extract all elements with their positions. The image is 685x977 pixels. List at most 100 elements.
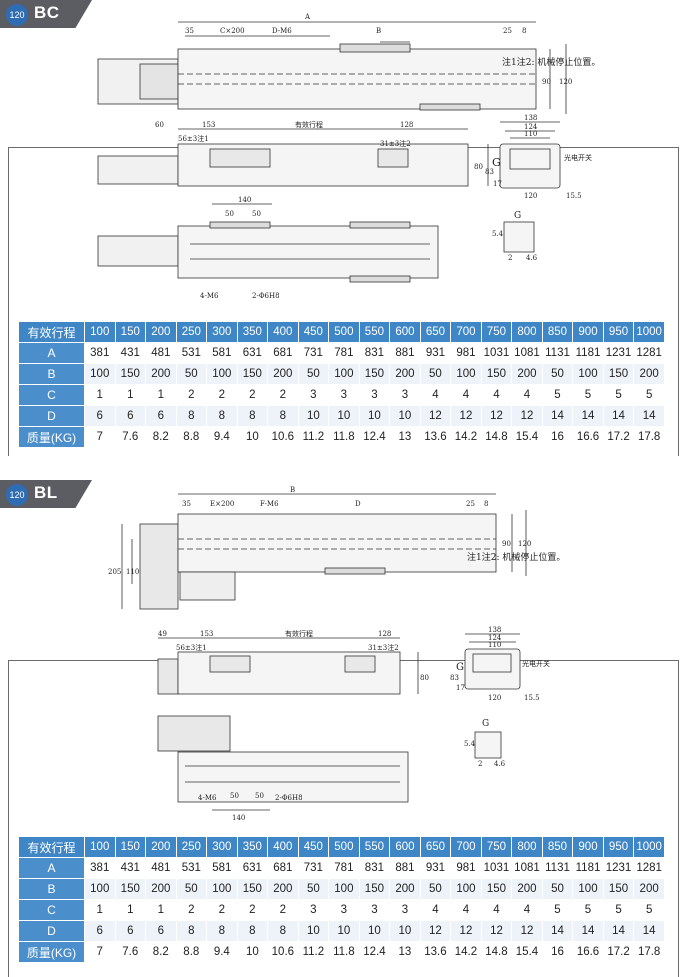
- table-cell: 6: [114, 920, 147, 942]
- table-cell: 150: [358, 878, 391, 900]
- table-cell: 50: [297, 363, 330, 385]
- dim-50b: 50: [255, 792, 264, 800]
- dim-140: 140: [232, 814, 245, 822]
- table-cell: 7.6: [114, 941, 147, 963]
- table-cell: 17.8: [633, 941, 665, 963]
- table-cell: 531: [175, 342, 208, 364]
- table-cell: 12: [511, 920, 543, 942]
- row-label: 质量(KG): [18, 426, 85, 448]
- table-cell: 731: [297, 857, 330, 879]
- end-dim-83: 83: [485, 168, 494, 176]
- table-cell: 10: [297, 405, 330, 427]
- table-cell: 150: [480, 878, 513, 900]
- table-cell: 5: [541, 384, 574, 406]
- dim-total-length: A: [304, 13, 311, 21]
- table-cell: 14: [572, 405, 604, 427]
- table-cell: 2: [267, 384, 299, 406]
- table-cell: 7: [84, 941, 116, 963]
- table-cell: 1: [84, 384, 116, 406]
- row-label: D: [18, 405, 85, 427]
- table-cell: 4: [511, 384, 543, 406]
- dim-c-pitch: C×200: [220, 27, 245, 35]
- table-cell: 14: [541, 920, 574, 942]
- table-cell: 8.2: [145, 426, 177, 448]
- table-cell: 150: [236, 363, 269, 385]
- table-cell: 150: [602, 878, 635, 900]
- table-header-cell: 600: [389, 836, 421, 858]
- size-badge: 120: [6, 484, 28, 506]
- dim-120: 120: [518, 540, 531, 548]
- section-bc: 120 BC A 35 C×200 D-M6: [0, 0, 685, 460]
- table-header-cell: 700: [450, 836, 482, 858]
- table-cell: 381: [84, 857, 116, 879]
- table-cell: 15.4: [511, 941, 543, 963]
- table-cell: 8: [267, 920, 299, 942]
- table-cell: 4: [450, 384, 482, 406]
- table-cell: 200: [633, 363, 665, 385]
- table-cell: 981: [450, 342, 482, 364]
- table-cell: 3: [297, 899, 330, 921]
- dim-d-holes: D-M6: [272, 27, 292, 35]
- table-cell: 531: [175, 857, 208, 879]
- table-cell: 4: [419, 899, 452, 921]
- dim-140: 140: [238, 196, 251, 204]
- table-cell: 11.2: [297, 426, 330, 448]
- table-cell: 10: [389, 405, 421, 427]
- end-detail-g-marker: G: [456, 662, 464, 673]
- table-cell: 1031: [480, 342, 513, 364]
- table-cell: 11.8: [328, 941, 360, 963]
- table-cell: 14: [633, 405, 665, 427]
- end-dim-17: 17: [493, 180, 502, 188]
- table-cell: 14: [633, 920, 665, 942]
- dim-50a: 50: [230, 792, 239, 800]
- table-header-cell: 800: [511, 836, 543, 858]
- detail-g-label: G: [514, 211, 521, 221]
- detail-dim-4-6: 4.6: [494, 760, 506, 768]
- table-cell: 200: [633, 878, 665, 900]
- end-dim-15-5: 15.5: [524, 694, 540, 702]
- table-cell: 200: [511, 363, 543, 385]
- table-cell: 7: [84, 426, 116, 448]
- table-cell: 5: [633, 899, 665, 921]
- table-header-label: 有效行程: [18, 836, 85, 858]
- table-cell: 6: [84, 405, 116, 427]
- table-cell: 481: [145, 857, 177, 879]
- table-cell: 100: [450, 878, 482, 900]
- table-header-cell: 100: [84, 321, 116, 343]
- table-cell: 3: [358, 899, 391, 921]
- table-cell: 8: [236, 405, 269, 427]
- table-cell: 831: [358, 857, 391, 879]
- table-cell: 5: [602, 384, 635, 406]
- dim-stroke: 有效行程: [295, 120, 323, 129]
- table-cell: 1131: [541, 857, 574, 879]
- table-cell: 14.2: [450, 941, 482, 963]
- table-cell: 431: [114, 857, 147, 879]
- technical-drawing: B 35 E×200 F-M6 D 25 8 90 120 205 110 49…: [100, 484, 670, 824]
- dim-35: 35: [182, 500, 191, 508]
- table-header-cell: 350: [236, 836, 269, 858]
- table-cell: 8.2: [145, 941, 177, 963]
- dim-90: 90: [502, 540, 511, 548]
- table-cell: 2: [175, 384, 208, 406]
- table-cell: 13: [389, 426, 421, 448]
- row-label: 质量(KG): [18, 941, 85, 963]
- dim-56-note1: 56±3注1: [178, 134, 209, 143]
- table-cell: 16: [541, 426, 574, 448]
- table-cell: 2: [206, 384, 238, 406]
- table-cell: 431: [114, 342, 147, 364]
- table-cell: 6: [145, 920, 177, 942]
- table-cell: 10: [236, 426, 269, 448]
- table-cell: 781: [328, 857, 360, 879]
- table-cell: 5: [602, 899, 635, 921]
- table-header-cell: 600: [389, 321, 421, 343]
- table-cell: 12: [419, 405, 452, 427]
- model-code: BC: [34, 3, 60, 22]
- dim-128: 128: [378, 630, 391, 638]
- table-cell: 1281: [633, 342, 665, 364]
- table-header-cell: 550: [358, 321, 391, 343]
